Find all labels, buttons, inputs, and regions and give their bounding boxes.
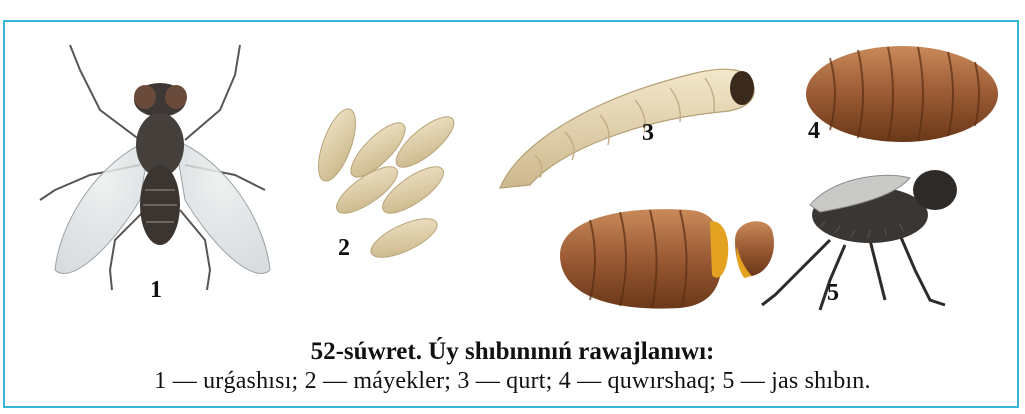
opened-pupa (560, 209, 774, 309)
label-4: 4 (808, 118, 820, 144)
figure-caption-title: 52-súwret. Úy shıbınınıń rawajlanıwı: (0, 338, 1025, 366)
eggs (311, 105, 461, 265)
label-5: 5 (827, 280, 839, 306)
pupa (806, 46, 998, 142)
larva (500, 69, 754, 188)
young-fly (762, 170, 957, 310)
label-1: 1 (150, 277, 162, 303)
figure-caption-legend: 1 — urǵashısı; 2 — máyekler; 3 — qurt; 4… (0, 368, 1025, 395)
adult-female-fly (40, 45, 270, 290)
label-3: 3 (642, 120, 654, 146)
label-2: 2 (338, 235, 350, 261)
